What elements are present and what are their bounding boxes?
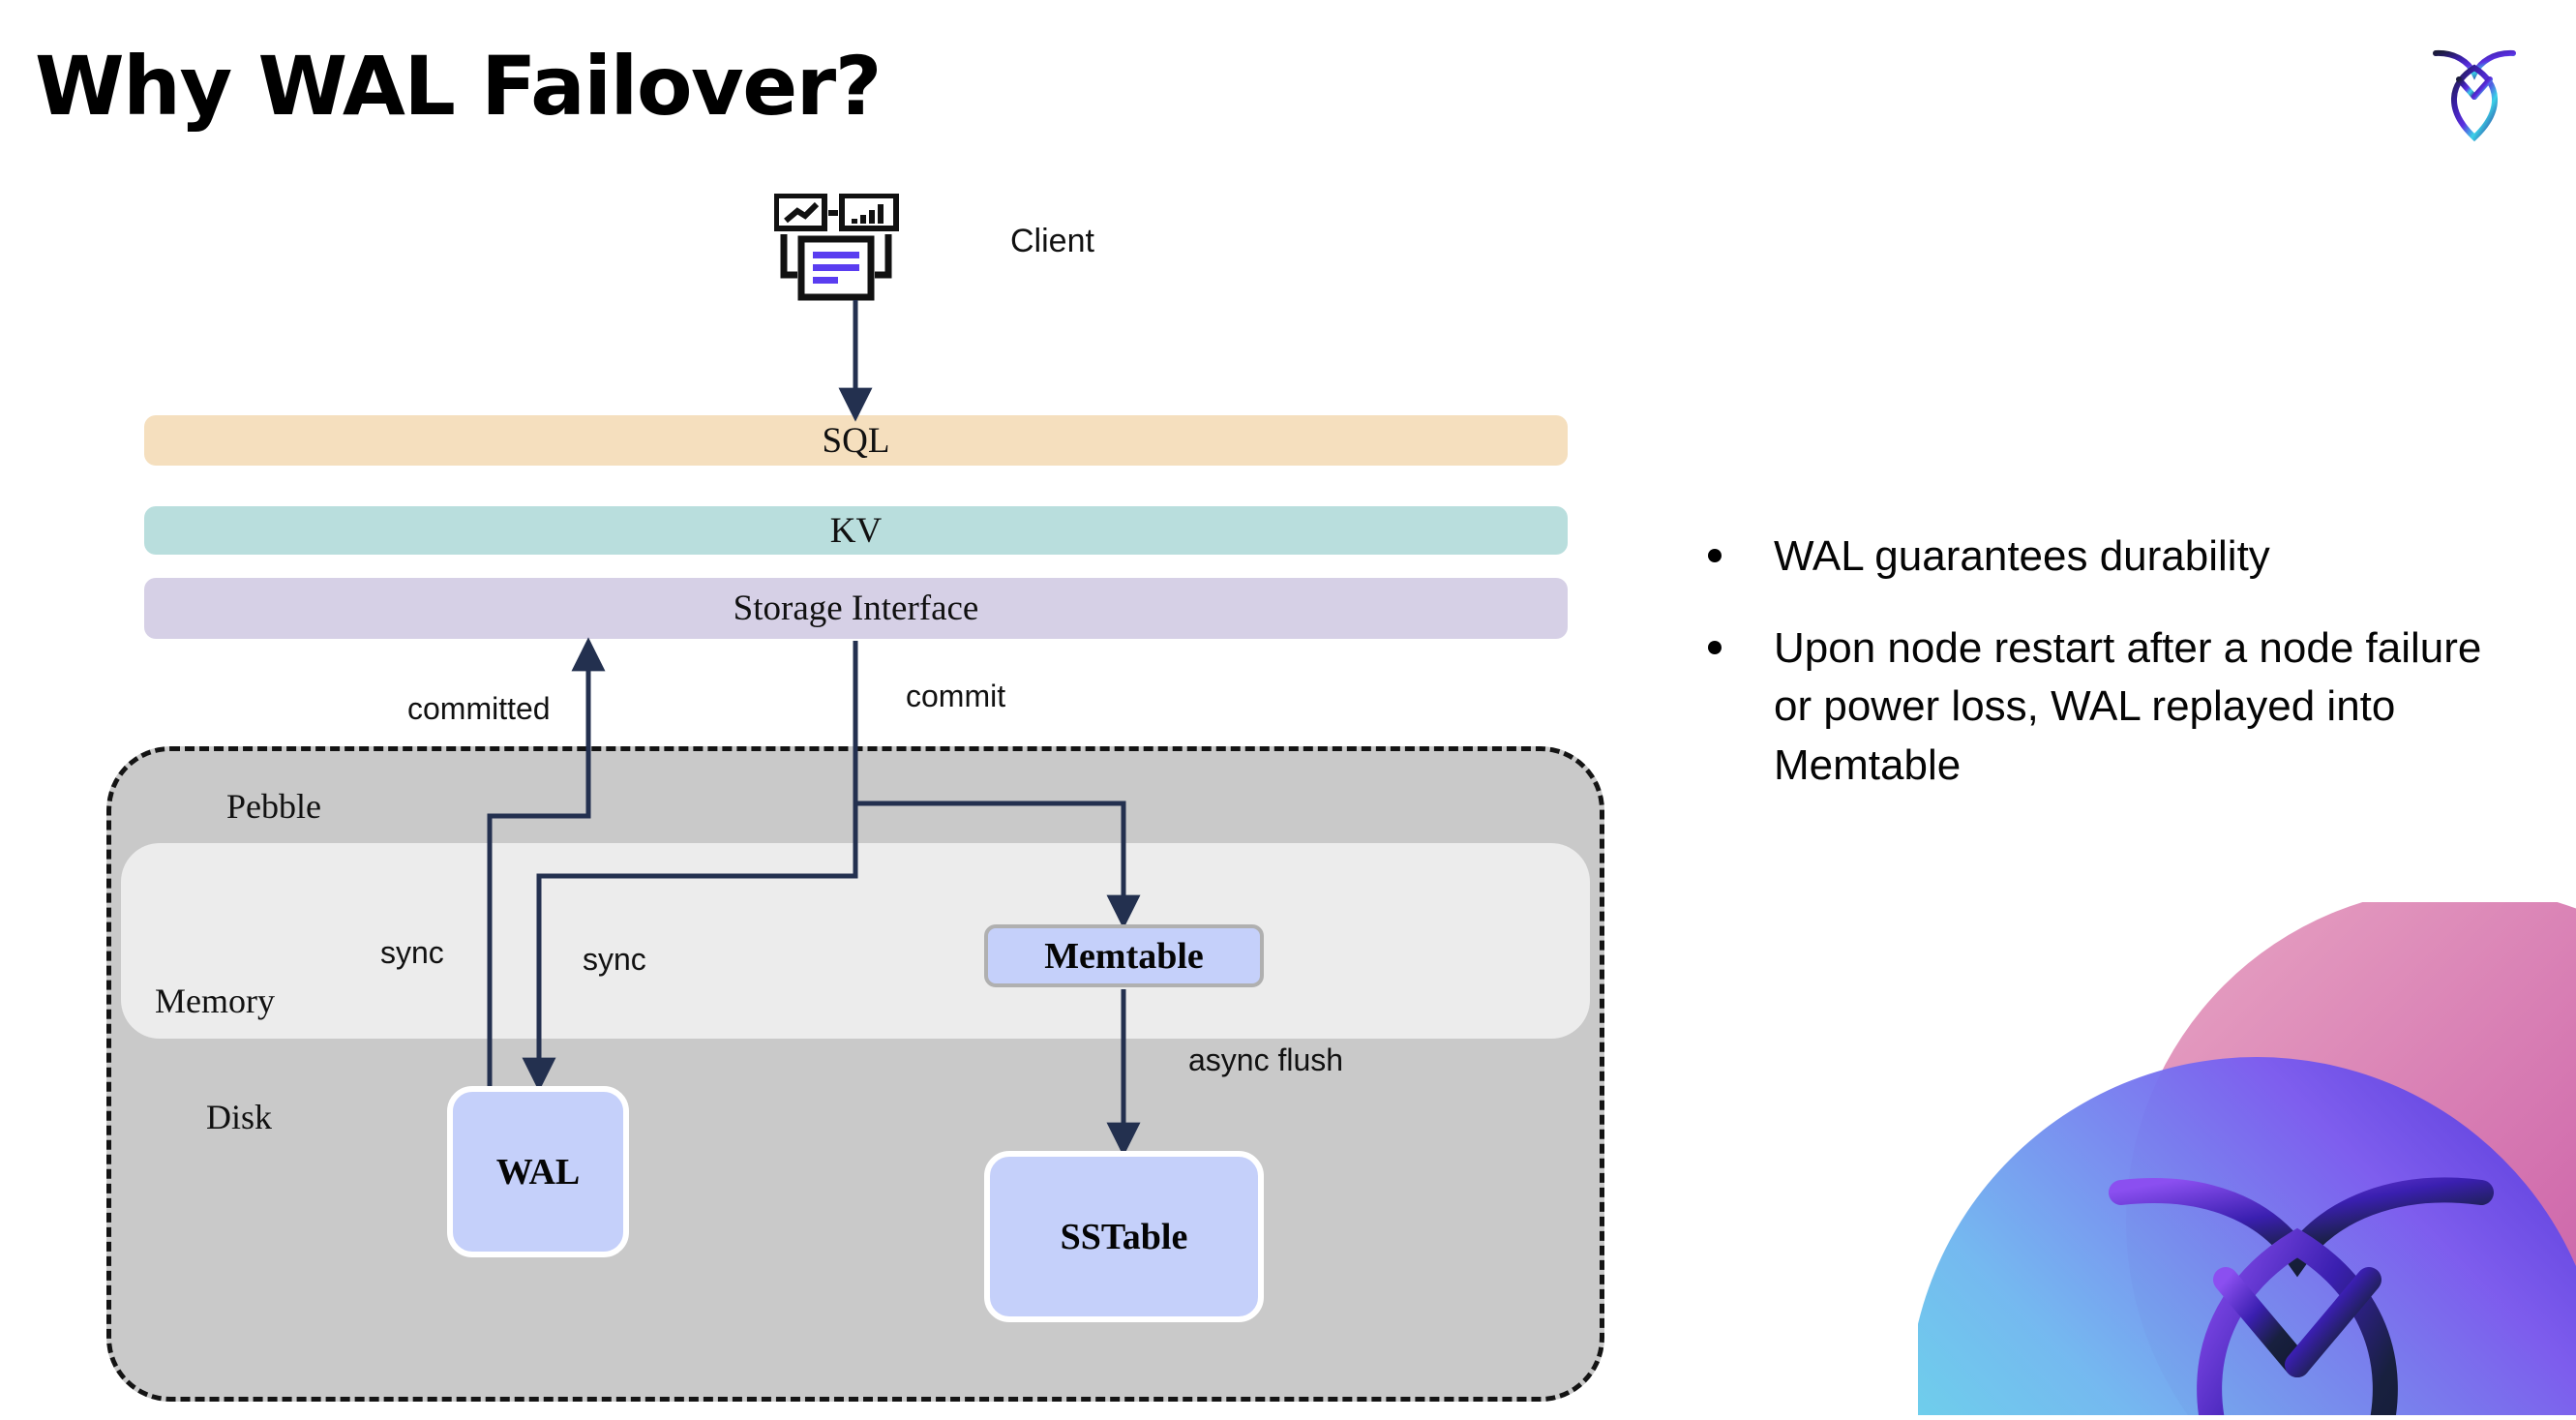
node-box-sstable-label: SSTable [1060,1216,1188,1257]
node-box-wal-label: WAL [495,1151,581,1193]
edge-label-sync-wal-ack: sync [380,935,444,970]
client-label: Client [1010,223,1094,259]
cockroach-logo-icon [2416,29,2532,145]
layer-bar-storage-interface-label: Storage Interface [733,589,979,628]
cockroach-gradient-orb-icon [1918,902,2576,1415]
edge-label-sync-wal-write: sync [583,942,646,977]
bullet-dot-icon [1708,640,1722,654]
disk-label: Disk [206,1098,273,1136]
bullet-text: WAL guarantees durability [1774,532,2270,580]
edge-label-async-flush: async flush [1188,1042,1344,1077]
page-title: Why WAL Failover? [35,39,882,134]
layer-bar-sql-label: SQL [822,420,890,461]
layer-bar-sql: SQL [144,415,1568,466]
bullet-text: Upon node restart after a node failure o… [1774,623,2482,790]
edge-label-commit: commit [906,679,1006,713]
node-box-memtable: Memtable [984,924,1264,987]
node-box-wal: WAL [447,1086,629,1257]
layer-bar-kv: KV [144,506,1568,555]
client-dashboard-icon [773,193,929,310]
list-item: Upon node restart after a node failure o… [1708,619,2511,796]
bullet-list: WAL guarantees durability Upon node rest… [1708,528,2511,829]
node-box-memtable-label: Memtable [1044,935,1204,977]
pebble-label: Pebble [226,787,321,826]
memory-region [121,843,1590,1039]
list-item: WAL guarantees durability [1708,528,2511,587]
edge-label-committed: committed [407,691,551,726]
memory-label: Memory [155,982,275,1020]
layer-bar-storage-interface: Storage Interface [144,578,1568,639]
layer-bar-kv-label: KV [829,510,883,551]
node-box-sstable: SSTable [984,1151,1264,1322]
bullet-dot-icon [1708,549,1722,562]
